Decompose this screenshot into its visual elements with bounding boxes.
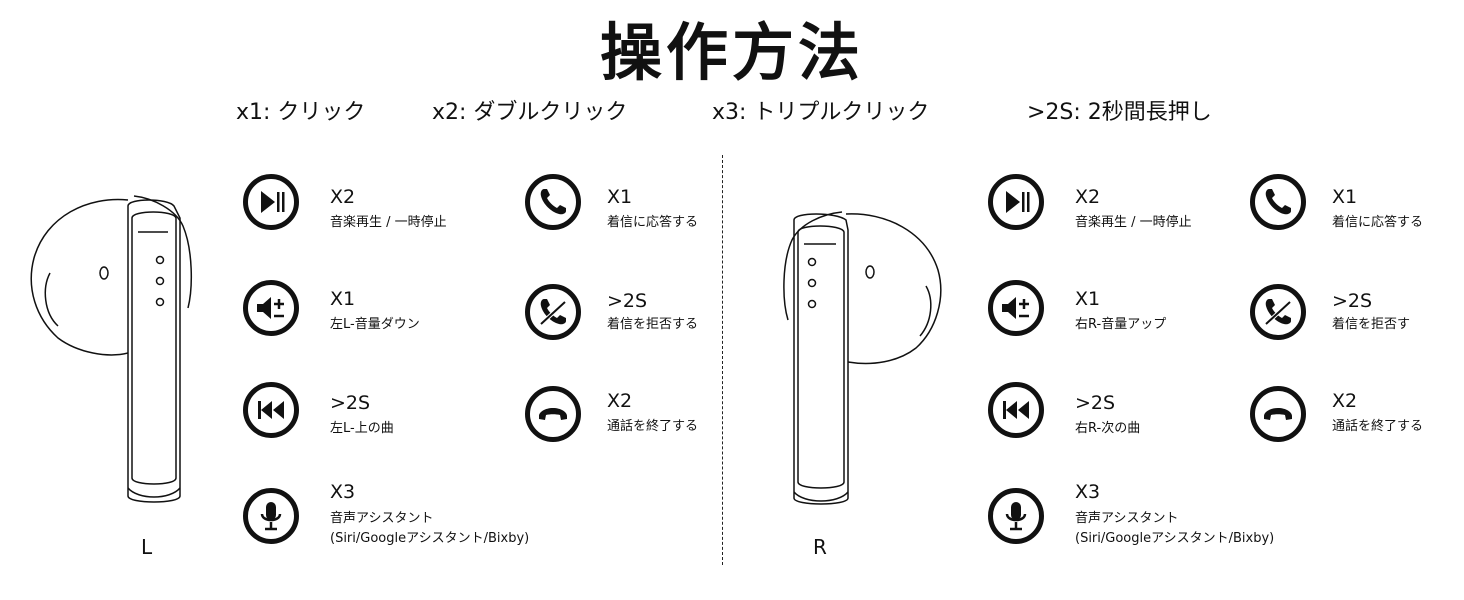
center-divider	[722, 155, 723, 565]
right-assistant-gesture: X3	[1075, 481, 1101, 503]
right-hang-up-gesture: X2	[1332, 390, 1358, 412]
hang-up-icon	[1250, 386, 1306, 442]
right-next-track-gesture: >2S	[1075, 392, 1116, 414]
right-play-pause-desc: 音楽再生 / 一時停止	[1075, 215, 1192, 230]
phone-icon	[525, 174, 581, 230]
legend-triple-click: x3: トリプルクリック	[712, 100, 930, 125]
left-hang-up-gesture: X2	[607, 390, 633, 412]
right-volume-gesture: X1	[1075, 288, 1101, 310]
right-hang-up-desc: 通話を終了する	[1332, 419, 1424, 434]
left-reject-call-desc: 着信を拒否する	[607, 317, 699, 332]
right-earbud-illustration	[776, 200, 948, 510]
microphone-icon	[243, 488, 299, 544]
left-assistant-gesture: X3	[330, 481, 356, 503]
right-side-label: R	[813, 535, 827, 559]
right-reject-call-gesture: >2S	[1332, 290, 1373, 312]
right-answer-call-gesture: X1	[1332, 186, 1358, 208]
left-play-pause-desc: 音楽再生 / 一時停止	[330, 215, 447, 230]
phone-icon	[1250, 174, 1306, 230]
volume-icon	[988, 280, 1044, 336]
left-answer-call-gesture: X1	[607, 186, 633, 208]
legend-single-click: x1: クリック	[236, 100, 366, 125]
right-play-pause-gesture: X2	[1075, 186, 1101, 208]
left-answer-call-desc: 着信に応答する	[607, 215, 699, 230]
left-hang-up-desc: 通話を終了する	[607, 419, 699, 434]
hang-up-icon	[525, 386, 581, 442]
right-answer-call-desc: 着信に応答する	[1332, 215, 1424, 230]
right-assistant-desc-2: (Siri/Googleアシスタント/Bixby)	[1075, 531, 1275, 546]
legend-long-press: >2S: 2秒間長押し	[1027, 100, 1212, 125]
left-prev-track-desc: 左L-上の曲	[330, 421, 394, 436]
phone-reject-icon	[525, 284, 581, 340]
left-prev-track-gesture: >2S	[330, 392, 371, 414]
microphone-icon	[988, 488, 1044, 544]
previous-track-icon	[243, 382, 299, 438]
next-track-icon	[988, 382, 1044, 438]
right-next-track-desc: 右R-次の曲	[1075, 421, 1141, 436]
left-assistant-desc: 音声アシスタント	[330, 511, 434, 526]
left-play-pause-gesture: X2	[330, 186, 356, 208]
right-assistant-desc: 音声アシスタント	[1075, 511, 1179, 526]
phone-reject-icon	[1250, 284, 1306, 340]
left-volume-gesture: X1	[330, 288, 356, 310]
left-side-label: L	[141, 535, 153, 559]
volume-icon	[243, 280, 299, 336]
left-reject-call-gesture: >2S	[607, 290, 648, 312]
right-reject-call-desc: 着信を拒否す	[1332, 317, 1411, 332]
page-title: 操作方法	[599, 16, 864, 89]
left-volume-desc: 左L-音量ダウン	[330, 317, 420, 332]
left-earbud-illustration	[28, 178, 200, 508]
right-volume-desc: 右R-音量アップ	[1075, 317, 1167, 332]
play-pause-icon	[988, 174, 1044, 230]
play-pause-icon	[243, 174, 299, 230]
left-assistant-desc-2: (Siri/Googleアシスタント/Bixby)	[330, 531, 530, 546]
legend-double-click: x2: ダブルクリック	[432, 100, 628, 125]
